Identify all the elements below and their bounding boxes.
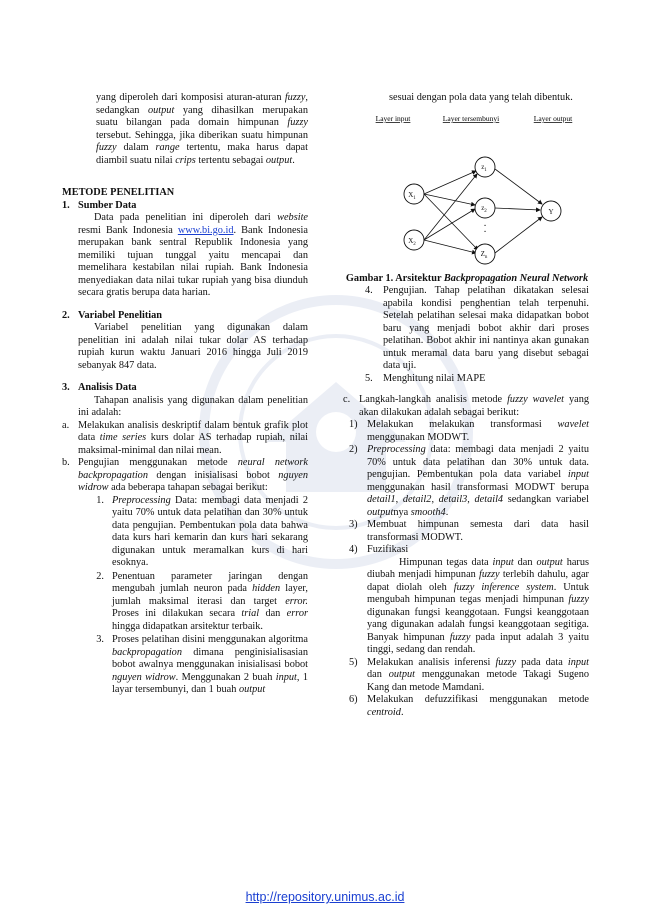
node-label-y: Y [548, 208, 553, 216]
nn-architecture-figure: Layer input Layer tersembunyi Layer outp… [345, 107, 589, 267]
page-footer: http://repository.unimus.ac.id [0, 890, 650, 904]
subsection-sumber-data: 1.Sumber Data Data pada penelitian ini d… [62, 199, 308, 299]
right-column: sesuai dengan pola data yang telah diben… [343, 92, 589, 719]
node-label-x2: X2 [408, 237, 416, 247]
output-node-y [540, 200, 562, 221]
continued-text: sesuai dengan pola data yang telah diben… [389, 92, 573, 103]
input-node-x2 [403, 229, 425, 250]
repository-link[interactable]: http://repository.unimus.ac.id [245, 890, 405, 904]
list-item-c1: 1) Melakukan melakukan transformasi wave… [349, 419, 589, 443]
list-item-b2: 2. Penentuan parameter jaringan dengan m… [96, 570, 308, 632]
list-item-c6: 6) Melakukan defuzzifikasi menggunakan m… [349, 694, 589, 718]
list-item-a: a. Melakukan analisis deskriptif dalam b… [62, 419, 308, 456]
ellipsis-dot-1: · [483, 221, 486, 232]
list-item-b3: 3. Proses pelatihan disini menggunakan a… [96, 634, 308, 695]
list-item-5: 5. Menghitung nilai MAPE [365, 372, 486, 384]
label-layer-output: Layer output [534, 114, 573, 123]
list-item-c5: 5) Melakukan analisis inferensi fuzzy pa… [349, 656, 589, 693]
hidden-node-z2 [474, 197, 496, 218]
list-item-b1: 1. Preprocessing Data: membagi data menj… [96, 494, 308, 569]
node-label-zn: Zn [481, 250, 488, 260]
label-layer-hidden: Layer tersembunyi [443, 114, 499, 123]
node-label-z1: z1 [481, 163, 487, 173]
list-item-c2: 2) Preprocessing data: membagi data menj… [349, 444, 589, 518]
list-item-c: c. Langkah-langkah analisis metode fuzzy… [343, 394, 589, 418]
node-label-z2: z2 [481, 204, 487, 214]
nn-diagram: Layer input Layer tersembunyi Layer outp… [376, 114, 573, 264]
list-item-b: b. Pengujian menggunakan metode neural n… [62, 457, 308, 493]
intro-paragraph: yang diperoleh dari komposisi aturan-atu… [96, 92, 308, 166]
hidden-node-z1 [474, 156, 496, 177]
label-layer-input: Layer input [376, 114, 412, 123]
subsection-variabel-penelitian: 2.Variabel Penelitian Variabel penelitia… [62, 309, 308, 371]
left-column: yang diperoleh dari komposisi aturan-atu… [62, 92, 308, 697]
input-node-x1 [403, 183, 425, 204]
list-item-4: 4. Pengujian. Tahap pelatihan dikatakan … [365, 285, 589, 371]
node-label-x1: X1 [408, 191, 416, 201]
bi-website-link[interactable]: www.bi.go.id [177, 224, 234, 236]
list-item-c3: 3) Membuat himpunan semesta dari data ha… [349, 519, 589, 543]
hidden-node-zn [474, 243, 496, 264]
ellipsis-dot-2: · [483, 227, 486, 238]
section-title: METODE PENELITIAN [62, 187, 175, 198]
figure-caption: Gambar 1. Arsitektur Backpropagation Neu… [345, 272, 589, 284]
subsection-analisis-data: 3.Analisis Data Tahapan analisis yang di… [62, 382, 308, 695]
